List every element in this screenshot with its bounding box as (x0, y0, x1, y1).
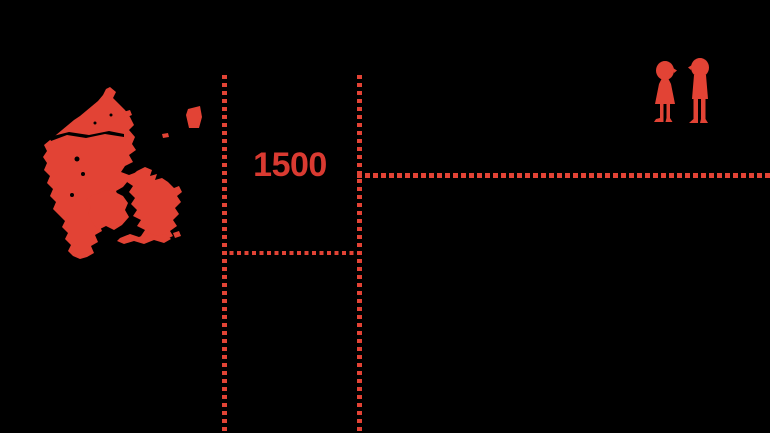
dotted-horizontal-line-sub (222, 251, 359, 255)
boy-silhouette-icon (688, 58, 709, 123)
value-label: 1500 (253, 146, 327, 184)
dotted-horizontal-line-main (357, 173, 770, 178)
denmark-map-icon (43, 87, 202, 259)
girl-silhouette-icon (654, 61, 677, 122)
dotted-vertical-line-right (357, 75, 362, 433)
